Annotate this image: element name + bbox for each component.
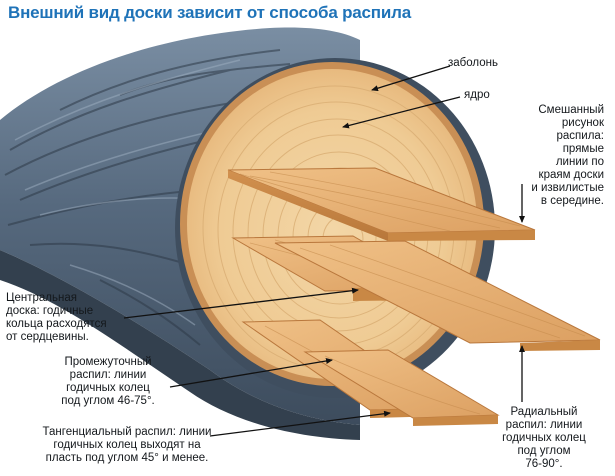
label-tangential-cut: Тангенциальный распил: линии годичных ко… (42, 426, 212, 464)
label-heartwood: ядро (464, 89, 490, 101)
pointer-central (123, 287, 359, 319)
board-tangential (303, 349, 500, 426)
pointer-heartwood (342, 96, 461, 129)
pointer-sapwood (371, 65, 451, 92)
label-intermediate-cut: Промежуточный распил: линии годичных кол… (61, 356, 155, 407)
label-radial-cut: Радиальный распил: линии годичных колец … (502, 406, 586, 470)
diagram-title: Внешний вид доски зависит от способа рас… (8, 3, 411, 22)
pointer-lines (123, 65, 525, 437)
pointer-tangential (209, 410, 391, 437)
board-radial (274, 240, 601, 351)
label-sapwood: заболонь (448, 57, 498, 69)
pointer-intermediate (169, 358, 333, 388)
label-mixed-cut: Смешанный рисунок распила: прямые линии … (531, 104, 604, 207)
label-central-board: Центральная доска: годичные кольца расхо… (6, 292, 107, 343)
board-mixed (227, 167, 536, 241)
